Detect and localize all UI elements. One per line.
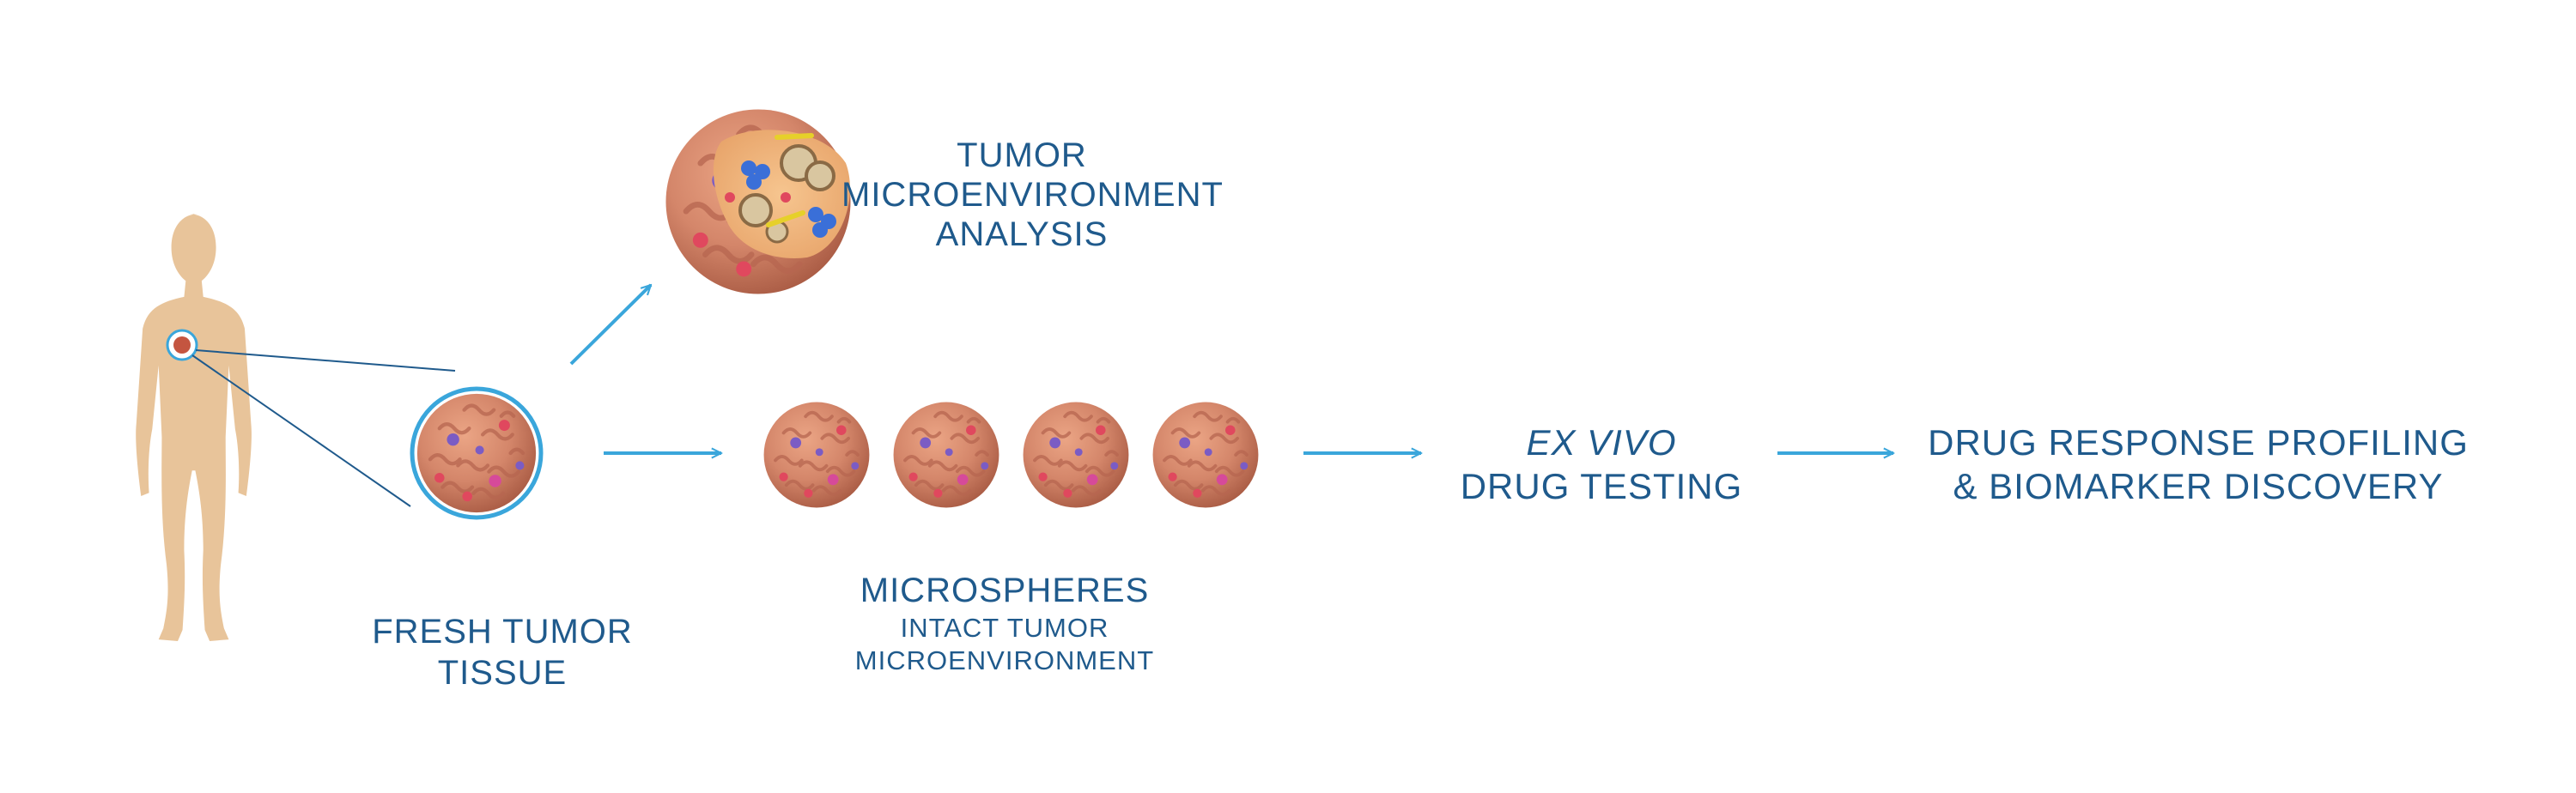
arrow-up-right-icon <box>569 285 651 366</box>
fresh-tumor-label: FRESH TUMOR TISSUE <box>322 611 683 693</box>
ex-vivo-label: EX VIVO DRUG TESTING <box>1421 421 1782 508</box>
microsphere-icon <box>762 400 872 510</box>
microsphere-icon <box>1021 400 1131 510</box>
tme-label-line-1: TUMOR <box>957 136 1087 174</box>
microspheres-sub-line-1: INTACT TUMOR <box>900 613 1109 643</box>
fresh-label-line-1: FRESH TUMOR <box>372 613 633 651</box>
zoom-lines <box>191 349 456 507</box>
fresh-tumor-icon <box>410 386 544 520</box>
microsphere-group <box>762 400 1261 510</box>
tme-analysis-label: TUMOR MICROENVIRONMENT ANALYSIS <box>841 136 1224 254</box>
ex-vivo-italic: EX VIVO <box>1526 422 1677 463</box>
tme-label-line-3: ANALYSIS <box>935 215 1109 253</box>
microsphere-icon <box>1151 400 1261 510</box>
profiling-label: DRUG RESPONSE PROFILING & BIOMARKER DISC… <box>1898 421 2499 508</box>
ex-vivo-rest: DRUG TESTING <box>1460 466 1743 506</box>
fresh-label-line-2: TISSUE <box>437 654 568 692</box>
human-silhouette-icon <box>136 214 252 642</box>
tme-analysis-sphere-icon <box>665 109 850 294</box>
profiling-line-2: & BIOMARKER DISCOVERY <box>1953 466 2444 506</box>
microsphere-icon <box>891 400 1001 510</box>
profiling-line-1: DRUG RESPONSE PROFILING <box>1928 422 2469 463</box>
microspheres-sub-line-2: MICROENVIRONMENT <box>854 645 1155 675</box>
microspheres-title: MICROSPHERES <box>860 572 1150 609</box>
microspheres-label: MICROSPHERES INTACT TUMOR MICROENVIRONME… <box>824 569 1185 677</box>
tme-label-line-2: MICROENVIRONMENT <box>841 176 1224 214</box>
tumor-site-icon <box>166 329 198 361</box>
